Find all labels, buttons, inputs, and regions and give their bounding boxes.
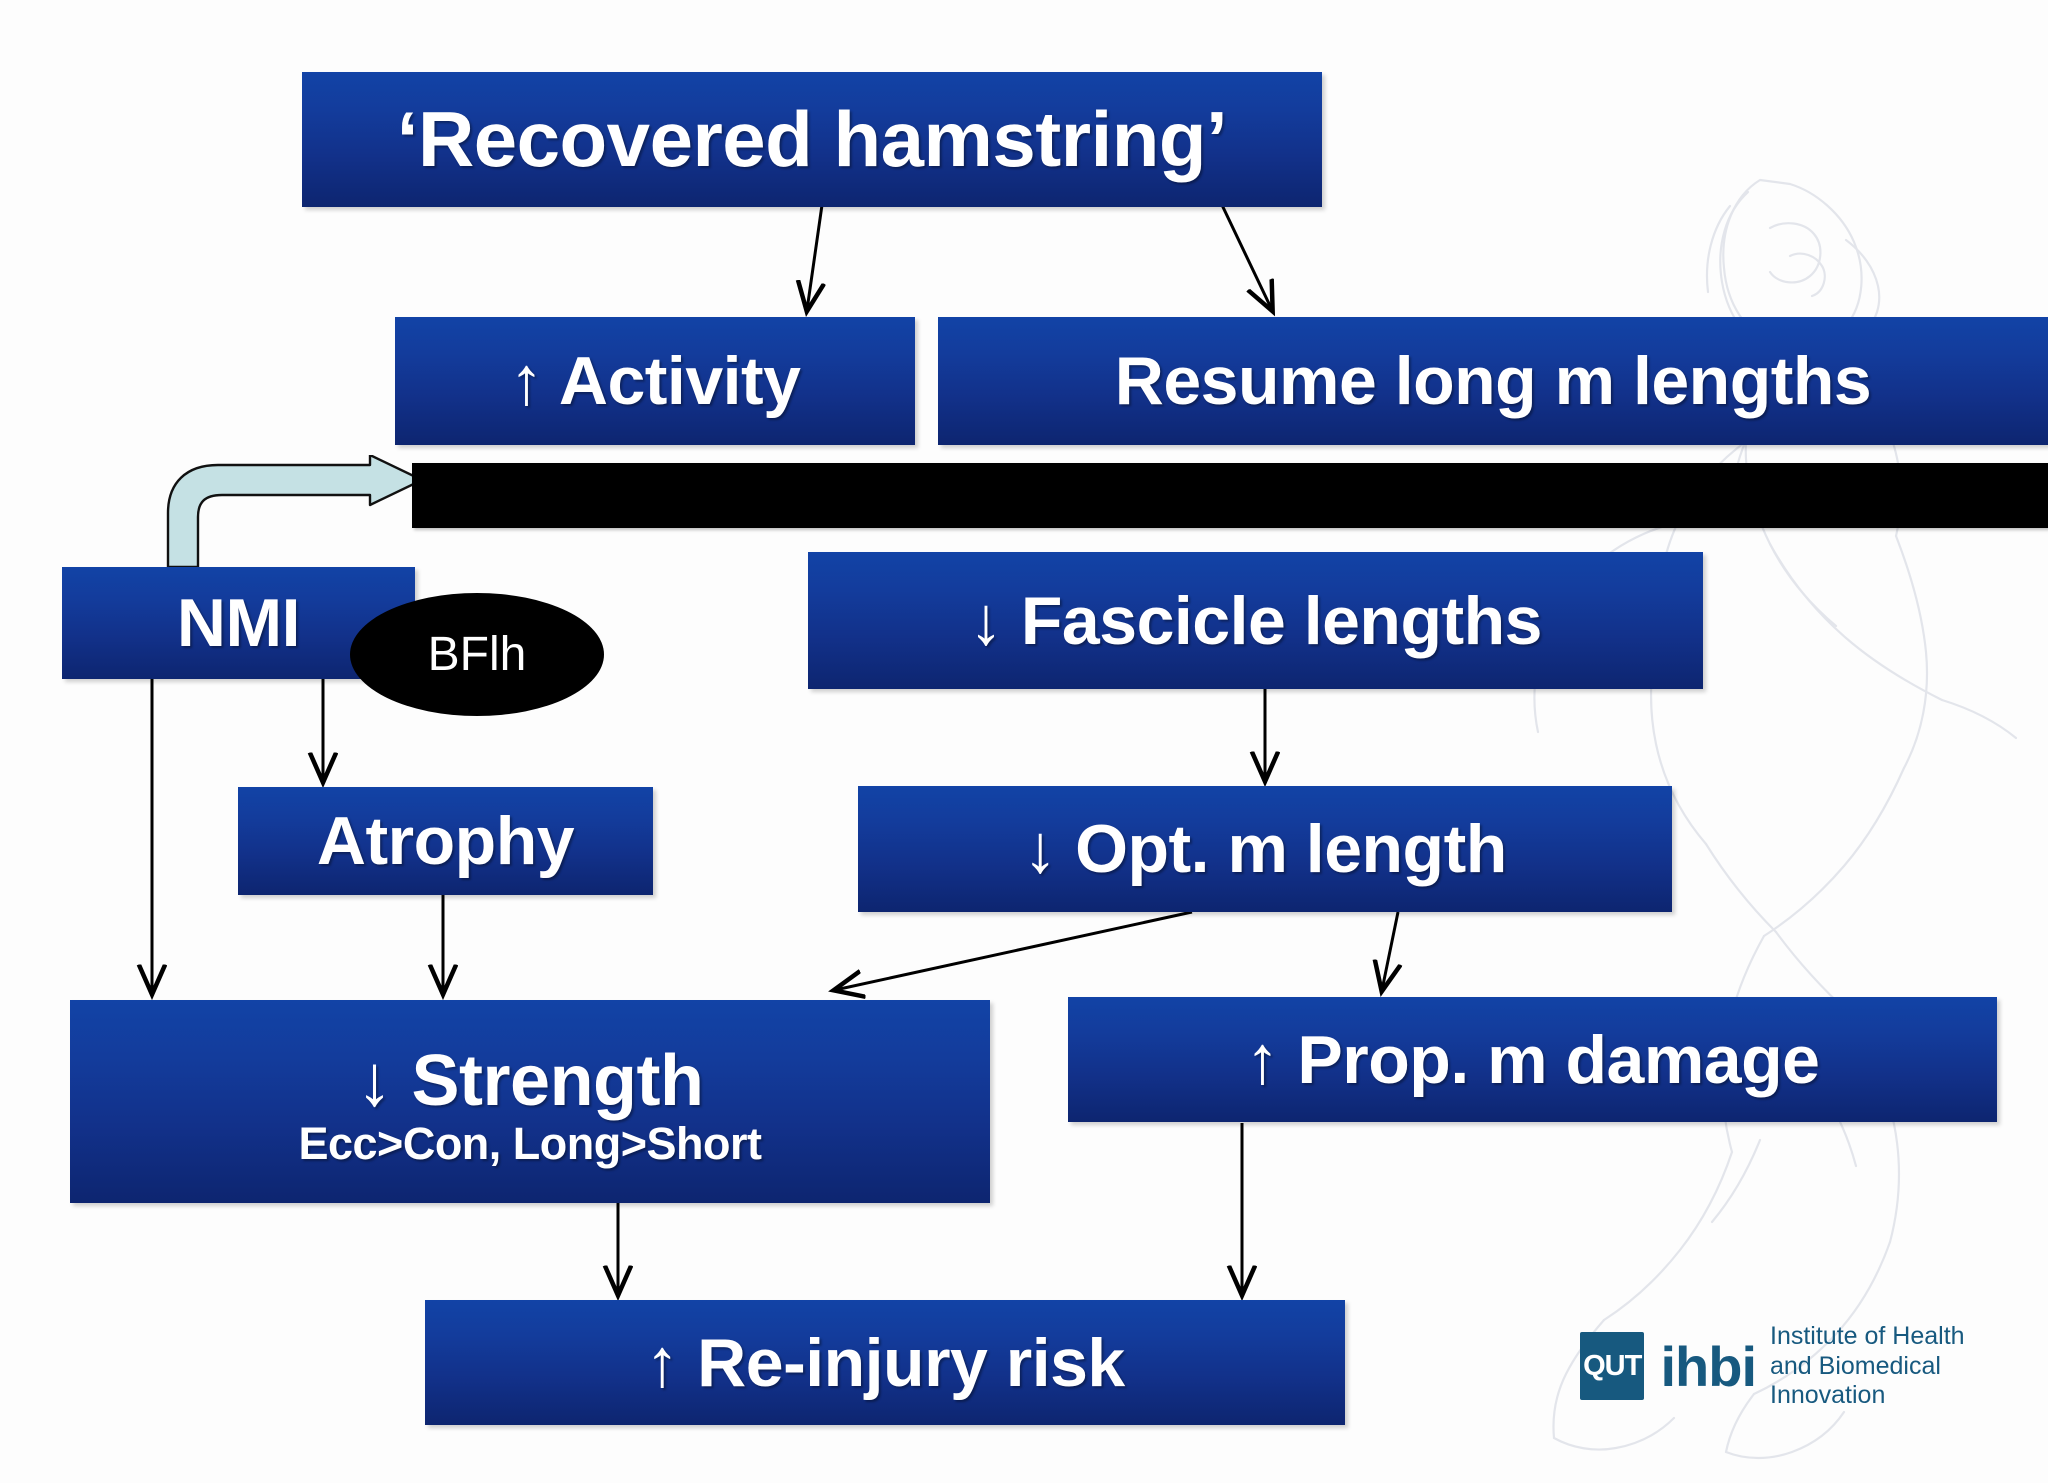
runner-watermark-icon <box>1533 178 2018 1460</box>
box-recovered-hamstring[interactable]: ‘Recovered hamstring’ <box>302 72 1322 207</box>
box-label: ↓ Fascicle lengths <box>969 582 1542 659</box>
box-label: ↓ Opt. m length <box>1023 811 1507 887</box>
feedback-block-arrow-icon <box>166 455 424 569</box>
box-label: Atrophy <box>316 803 575 879</box>
box-activity[interactable]: ↑ Activity <box>395 317 915 445</box>
box-opt-m-length[interactable]: ↓ Opt. m length <box>858 786 1672 912</box>
box-strength[interactable]: ↓ Strength Ecc>Con, Long>Short <box>70 1000 990 1203</box>
qut-ihbi-logo: QUT ihbi Institute of Health and Biomedi… <box>1580 1322 2048 1411</box>
qut-mark-icon: QUT <box>1580 1332 1645 1401</box>
box-label: ↑ Activity <box>509 343 801 419</box>
box-label: NMI <box>176 585 301 661</box>
box-re-injury-risk[interactable]: ↑ Re-injury risk <box>425 1300 1345 1425</box>
box-label: ↓ Strength <box>356 1040 704 1121</box>
box-sublabel: Ecc>Con, Long>Short <box>298 1117 762 1169</box>
box-label: Resume long m lengths <box>1114 343 1872 419</box>
box-fascicle-lengths[interactable]: ↓ Fascicle lengths <box>808 552 1703 689</box>
ellipse-bflh[interactable]: BFlh <box>350 593 604 716</box>
box-label: ↑ Prop. m damage <box>1245 1021 1820 1098</box>
ihbi-institute-line1: Institute of Health <box>1770 1322 1965 1350</box>
box-resume-long-m-lengths[interactable]: Resume long m lengths <box>938 317 2048 445</box>
box-label: ‘Recovered hamstring’ <box>396 95 1228 183</box>
box-atrophy[interactable]: Atrophy <box>238 787 653 895</box>
ihbi-institute-name: Institute of Health and Biomedical Innov… <box>1770 1322 2048 1411</box>
ellipse-label: BFlh <box>427 628 527 681</box>
ihbi-wordmark: ihbi <box>1660 1334 1757 1398</box>
ihbi-institute-line2: and Biomedical Innovation <box>1770 1351 1941 1410</box>
qut-mark-label: QUT <box>1583 1349 1642 1382</box>
box-prop-m-damage[interactable]: ↑ Prop. m damage <box>1068 997 1997 1122</box>
box-label: ↑ Re-injury risk <box>645 1324 1125 1401</box>
black-bar-redaction <box>412 463 2048 528</box>
